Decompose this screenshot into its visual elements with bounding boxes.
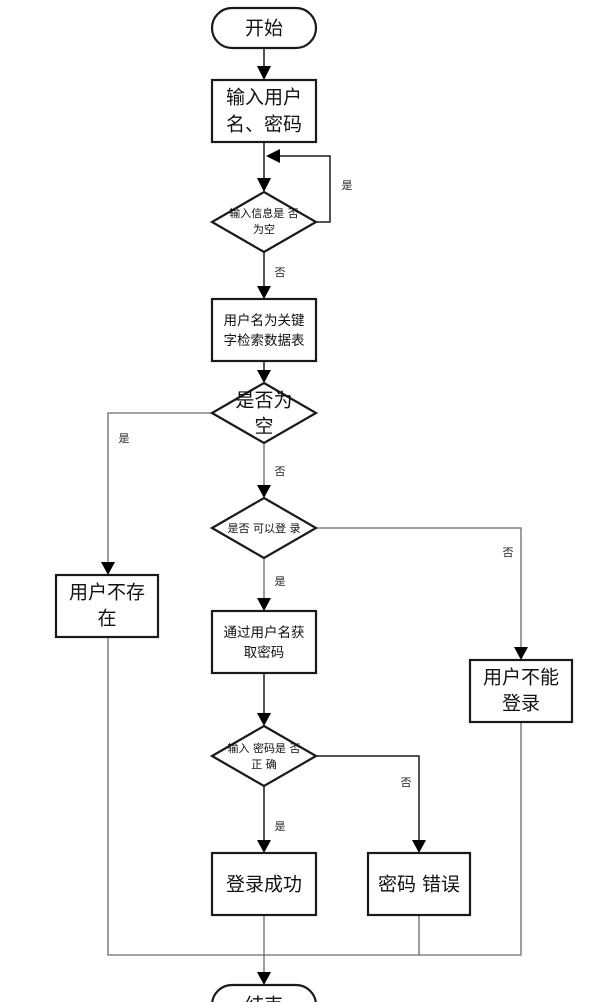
edge-labels: 是 否 是 否 是 否 是 否 <box>119 179 514 833</box>
node-get-password: 通过用户名获 取密码 <box>210 609 318 675</box>
node-login-success: 登录成功 <box>210 851 318 917</box>
decision-shape <box>209 381 319 445</box>
node-check-empty-result-line1: 是否为 <box>235 390 292 412</box>
decision-shape <box>209 190 319 254</box>
node-check-can-login: 是否 可以登 录 <box>209 496 319 560</box>
node-get-password-line2: 取密码 <box>244 644 285 661</box>
node-user-cannot-login: 用户不能 登录 <box>468 658 574 724</box>
edge-label-input-no: 否 <box>275 266 286 279</box>
node-check-empty-input-line1: 输入信息是 否 <box>229 206 299 220</box>
node-user-cannot-login-line1: 用户不能 <box>483 667 559 689</box>
node-check-password-line2: 正 确 <box>251 758 277 771</box>
process-shape <box>366 851 472 917</box>
decision-shape <box>209 724 319 788</box>
node-search-db-line1: 用户名为关键 <box>224 312 305 329</box>
node-password-error: 密码 错误 <box>366 851 472 917</box>
node-check-empty-input-line2: 为空 <box>253 222 275 236</box>
edge-label-empty-yes: 是 <box>119 432 130 445</box>
node-login-success-text: 登录成功 <box>226 874 302 896</box>
edge-result-empty-yes <box>107 412 212 562</box>
edge-label-pwd-no: 否 <box>401 776 412 789</box>
node-search-db-line2: 字检索数据表 <box>224 333 305 349</box>
edge-merge-bottom <box>107 637 522 956</box>
node-user-not-exist-line1: 用户不存 <box>69 582 145 604</box>
node-input: 输入用户 名、密码 <box>210 78 318 144</box>
node-start-text: 开始 <box>245 18 283 40</box>
edge-label-pwd-yes: 是 <box>275 820 286 833</box>
connectors <box>107 48 522 972</box>
process-shape <box>54 573 160 639</box>
edge-label-can-login-yes: 是 <box>275 575 286 588</box>
arrowhead-icon <box>101 562 115 575</box>
terminal-shape <box>211 983 317 1002</box>
terminal-shape <box>210 6 318 50</box>
process-shape <box>210 297 318 363</box>
arrowhead-icon <box>257 370 271 383</box>
node-user-cannot-login-line2: 登录 <box>502 693 540 715</box>
node-end-text: 结束 <box>245 995 283 1002</box>
node-check-empty-result: 是否为 空 <box>209 381 319 445</box>
node-check-password: 输入 密码是 否 正 确 <box>209 724 319 788</box>
edge-can-login-no <box>316 527 522 647</box>
arrowhead-icon <box>412 840 426 853</box>
process-shape <box>210 851 318 917</box>
node-get-password-line1: 通过用户名获 <box>224 624 305 641</box>
arrowhead-icon <box>257 972 271 985</box>
arrowhead-icon <box>257 713 271 726</box>
arrowhead-icon <box>257 286 271 299</box>
node-password-error-text: 密码 错误 <box>378 874 460 896</box>
arrowhead-icon <box>257 178 271 192</box>
process-shape <box>210 78 318 144</box>
edge-label-loop-yes: 是 <box>342 179 353 192</box>
arrowheads <box>101 66 528 985</box>
node-check-empty-input: 输入信息是 否 为空 <box>209 190 319 254</box>
edge-label-can-login-no: 否 <box>503 546 514 559</box>
edge-pwd-no <box>316 755 420 840</box>
node-search-db: 用户名为关键 字检索数据表 <box>210 297 318 363</box>
node-user-not-exist: 用户不存 在 <box>54 573 160 639</box>
node-user-not-exist-line2: 在 <box>97 608 116 630</box>
node-input-line1: 输入用户 <box>226 87 302 109</box>
edge-loop-yes <box>280 155 331 223</box>
arrowhead-icon <box>266 149 280 163</box>
node-start: 开始 <box>210 6 318 50</box>
node-check-password-line1: 输入 密码是 否 <box>228 741 301 755</box>
arrowhead-icon <box>514 647 528 660</box>
arrowhead-icon <box>257 598 271 611</box>
node-check-can-login-text: 是否 可以登 录 <box>228 521 301 535</box>
process-shape <box>210 609 318 675</box>
arrowhead-icon <box>257 485 271 498</box>
process-shape <box>468 658 574 724</box>
node-check-empty-result-line2: 空 <box>254 416 273 438</box>
arrowhead-icon <box>257 66 271 80</box>
arrowhead-icon <box>257 840 271 853</box>
node-input-line2: 名、密码 <box>226 114 302 136</box>
edge-label-empty-no: 否 <box>275 465 286 478</box>
decision-shape <box>209 496 319 560</box>
node-end: 结束 <box>211 983 317 1002</box>
